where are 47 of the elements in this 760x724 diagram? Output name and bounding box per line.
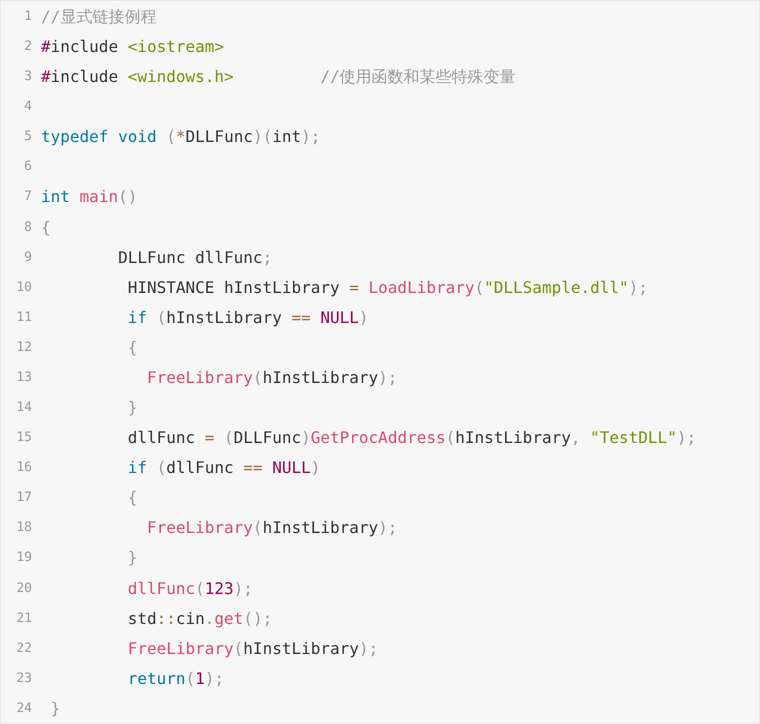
code-line: int main() — [41, 186, 138, 208]
code-line: { — [41, 216, 51, 239]
line-number: 23 — [15, 670, 32, 688]
code-line: #include <iostream> — [41, 36, 224, 58]
line-number: 4 — [23, 98, 32, 116]
line-number: 17 — [15, 489, 32, 508]
code-line: typedef void (*DLLFunc)(int); — [41, 126, 320, 148]
code-line: HINSTANCE hInstLibrary = LoadLibrary("DLLSample.dll"); — [128, 276, 648, 299]
line-number: 9 — [23, 248, 32, 267]
line-number: 1 — [23, 8, 32, 26]
code-line: #include <windows.h> — [41, 66, 234, 88]
line-number: 2 — [23, 38, 32, 56]
code-line: DLLFunc dllFunc; — [118, 246, 272, 269]
line-number: 22 — [15, 640, 32, 658]
code-line: } — [50, 698, 60, 720]
line-number: 20 — [15, 580, 32, 598]
line-number: 8 — [23, 218, 32, 237]
line-number: 3 — [23, 68, 32, 86]
code-line: if (dllFunc == NULL) — [128, 457, 320, 480]
code-line: dllFunc(123); — [128, 578, 253, 600]
code-line: } — [128, 397, 138, 420]
line-number: 12 — [15, 338, 32, 357]
code-line: { — [128, 336, 138, 359]
line-number: 19 — [15, 549, 32, 568]
code-line: FreeLibrary(hInstLibrary); — [146, 517, 398, 540]
code-line: { — [128, 487, 138, 510]
line-number: 14 — [15, 399, 32, 418]
code-line: } — [128, 547, 138, 570]
code-comment: //使用函数和某些特殊变量 — [320, 66, 516, 88]
line-number: 5 — [23, 128, 32, 146]
line-number: 24 — [15, 700, 32, 718]
code-line: if (hInstLibrary == NULL) — [128, 306, 369, 329]
line-number: 21 — [15, 610, 32, 628]
line-number: 11 — [15, 308, 32, 327]
line-number: 16 — [15, 459, 32, 478]
code-line: dllFunc = (DLLFunc)GetProcAddress(hInstLibrary, "TestDLL"); — [128, 427, 696, 450]
code-line: FreeLibrary(hInstLibrary); — [146, 366, 398, 389]
code-comment: //显式链接例程 — [41, 6, 156, 28]
line-number: 13 — [15, 368, 32, 387]
code-line: return(1); — [128, 668, 224, 690]
line-number: 6 — [23, 158, 32, 176]
line-number: 18 — [15, 519, 32, 538]
line-number: 15 — [15, 429, 32, 448]
code-line: std::cin.get(); — [128, 608, 272, 630]
code-line: FreeLibrary(hInstLibrary); — [128, 638, 378, 660]
line-number: 7 — [23, 188, 32, 206]
line-number: 10 — [15, 278, 32, 297]
